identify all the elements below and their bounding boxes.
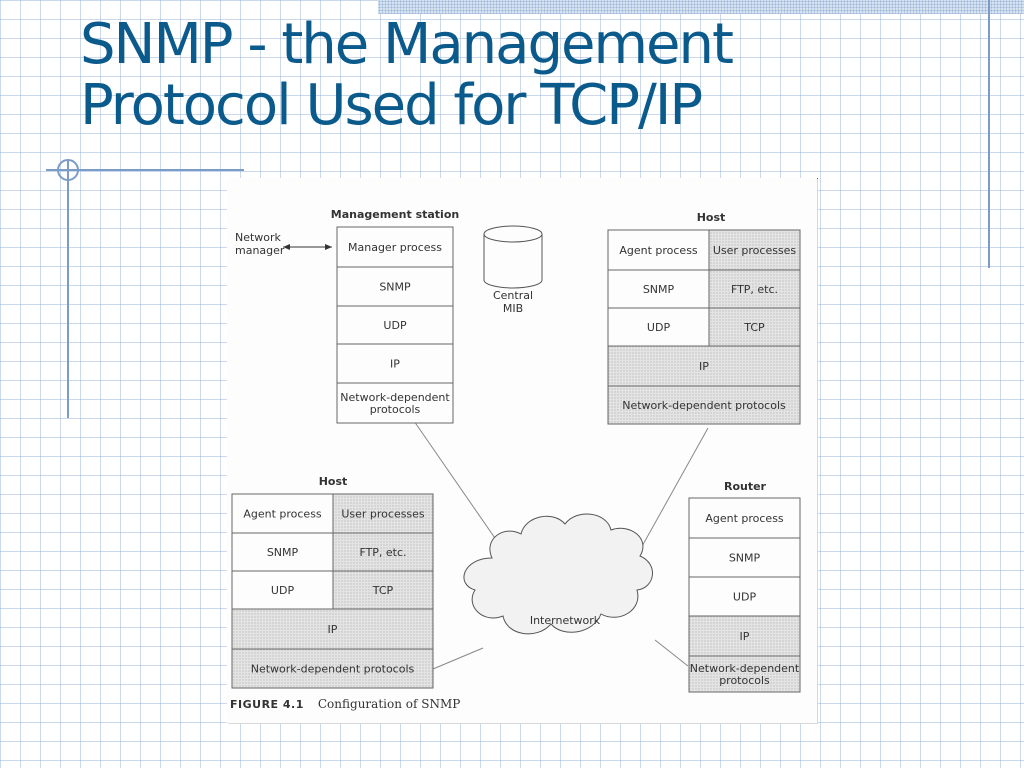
router-heading: Router xyxy=(724,480,767,493)
router-layer-3-label: UDP xyxy=(733,591,757,604)
host-left-shared-2-label: Network-dependent protocols xyxy=(251,663,415,676)
host-left-left-1-label: Agent process xyxy=(243,508,322,521)
host-left-right-2-label: FTP, etc. xyxy=(359,546,406,559)
host-left-left-2-cell xyxy=(231,532,334,572)
host-right-left-1-label: Agent process xyxy=(619,244,698,257)
router-layer-4-label: IP xyxy=(740,630,750,643)
link-router xyxy=(654,639,689,667)
left-vertical-rule xyxy=(67,160,69,418)
host-right-right-1-cell xyxy=(708,229,801,271)
host-left-left-3-cell xyxy=(231,570,334,610)
host-left-right-3-label: TCP xyxy=(372,584,394,597)
router-layer-5-cell xyxy=(688,655,801,693)
host-left-left-2-label: SNMP xyxy=(267,546,299,559)
host-right-right-1-label: User processes xyxy=(713,244,797,257)
host-left-right-1-label: User processes xyxy=(341,508,425,521)
host-right-left-3-cell xyxy=(607,307,710,347)
figure-caption-text: Configuration of SNMP xyxy=(317,697,461,711)
router-layer-3-cell xyxy=(688,576,801,617)
host-left-left-3-label: UDP xyxy=(271,584,295,597)
host-right-heading: Host xyxy=(697,211,726,224)
host-right-left-3-label: UDP xyxy=(647,321,671,334)
figure-caption: FIGURE 4.1 Configuration of SNMP xyxy=(230,697,460,711)
host-left-shared-1-cell xyxy=(231,608,434,650)
router-layer-4-cell xyxy=(688,615,801,657)
figure-caption-number: FIGURE 4.1 xyxy=(230,698,304,711)
host-left-right-2-cell xyxy=(332,532,434,572)
host-right-right-2-label: FTP, etc. xyxy=(731,283,778,296)
host-right-right-3-label: TCP xyxy=(743,321,765,334)
slide-title-line-2: Protocol Used for TCP/IP xyxy=(80,73,703,138)
ms-layer-1-label: Manager process xyxy=(348,241,442,254)
management-station-heading: Management station xyxy=(331,208,459,221)
host-right-shared-1-label: IP xyxy=(699,360,709,373)
slide-title: SNMP - the Management Protocol Used for … xyxy=(80,14,900,136)
ms-layer-3-label: UDP xyxy=(383,319,407,332)
host-right-left-2-label: SNMP xyxy=(643,283,675,296)
host-right-shared-2-cell xyxy=(607,385,801,425)
left-horizontal-rule xyxy=(46,169,244,171)
ms-layer-4-label: IP xyxy=(390,358,400,371)
router-layer-1-cell xyxy=(688,497,801,539)
top-decorative-band xyxy=(378,0,1024,14)
host-left-shared-2-cell xyxy=(231,648,434,689)
ms-layer-2-label: SNMP xyxy=(379,281,411,294)
host-left-right-3-cell xyxy=(332,570,434,610)
internetwork-cloud xyxy=(463,513,653,635)
rule-circle-ornament xyxy=(57,159,79,181)
host-right-right-2-cell xyxy=(708,269,801,309)
internetwork-label: Internetwork xyxy=(530,614,601,627)
link-host-left xyxy=(432,647,484,670)
host-left-shared-1-label: IP xyxy=(328,623,338,636)
router-layer-1-label: Agent process xyxy=(705,512,784,525)
host-right-right-3-cell xyxy=(708,307,801,347)
central-mib-cylinder xyxy=(483,225,543,289)
right-vertical-rule xyxy=(988,0,990,268)
router-layer-2-label: SNMP xyxy=(729,552,761,565)
host-left-right-1-cell xyxy=(332,493,434,534)
host-left-left-1-cell xyxy=(231,493,334,534)
slide-title-line-1: SNMP - the Management xyxy=(80,12,734,77)
host-right-shared-2-label: Network-dependent protocols xyxy=(622,399,786,412)
host-left-heading: Host xyxy=(319,475,348,488)
ms-layer-5-cell xyxy=(336,382,454,424)
ms-layer-1-cell xyxy=(336,226,454,268)
host-right-left-1-cell xyxy=(607,229,710,271)
